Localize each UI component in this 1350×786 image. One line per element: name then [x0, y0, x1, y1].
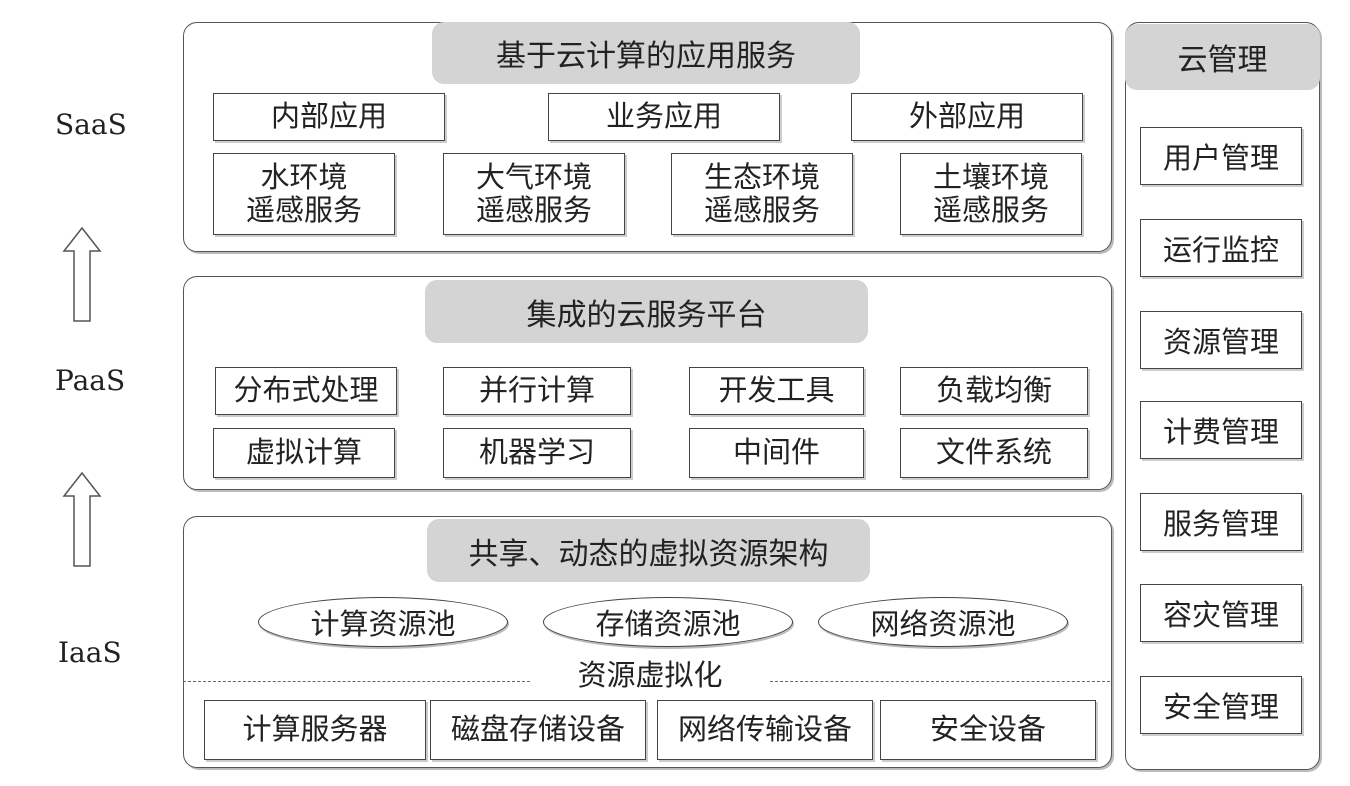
service-box: 土壤环境 遥感服务	[900, 153, 1082, 235]
service-line: 遥感服务	[475, 193, 592, 227]
resource-pool: 存储资源池	[543, 597, 793, 647]
service-box: 生态环境 遥感服务	[671, 153, 853, 235]
device-box: 网络传输设备	[657, 700, 873, 760]
paas-component: 文件系统	[900, 428, 1088, 478]
device-box: 安全设备	[880, 700, 1096, 760]
management-item: 安全管理	[1140, 676, 1302, 734]
service-line: 遥感服务	[932, 193, 1049, 227]
paas-component: 分布式处理	[215, 367, 397, 415]
app-box: 外部应用	[851, 93, 1083, 141]
app-box: 业务应用	[548, 93, 780, 141]
virtualization-divider	[183, 681, 530, 682]
iaas-title: 共享、动态的虚拟资源架构	[427, 519, 870, 582]
paas-component: 中间件	[689, 428, 864, 478]
device-box: 磁盘存储设备	[430, 700, 646, 760]
paas-component: 并行计算	[443, 367, 631, 415]
management-item: 容灾管理	[1140, 584, 1302, 642]
up-arrow-icon	[62, 471, 102, 567]
paas-label: PaaS	[55, 364, 126, 397]
saas-title: 基于云计算的应用服务	[432, 22, 860, 84]
management-item: 资源管理	[1140, 311, 1302, 369]
service-line: 水环境	[260, 159, 348, 194]
service-line: 大气环境	[475, 159, 592, 194]
service-box: 水环境 遥感服务	[213, 153, 395, 235]
paas-component: 机器学习	[443, 428, 631, 478]
app-box: 内部应用	[213, 93, 445, 141]
iaas-label: IaaS	[58, 636, 122, 669]
up-arrow-icon	[62, 226, 102, 322]
management-item: 服务管理	[1140, 493, 1302, 551]
management-item: 用户管理	[1140, 127, 1302, 185]
service-line: 生态环境	[703, 159, 820, 194]
paas-component: 开发工具	[689, 367, 864, 415]
management-item: 运行监控	[1140, 219, 1302, 277]
paas-component: 虚拟计算	[213, 428, 395, 478]
device-box: 计算服务器	[204, 700, 426, 760]
virtualization-label: 资源虚拟化	[577, 658, 723, 692]
paas-component: 负载均衡	[900, 367, 1088, 415]
management-item: 计费管理	[1140, 401, 1302, 459]
virtualization-divider	[770, 681, 1110, 682]
saas-label: SaaS	[55, 108, 127, 141]
service-line: 土壤环境	[932, 159, 1049, 194]
service-line: 遥感服务	[245, 193, 362, 227]
management-title: 云管理	[1125, 24, 1320, 90]
paas-title: 集成的云服务平台	[425, 280, 868, 343]
service-line: 遥感服务	[703, 193, 820, 227]
service-box: 大气环境 遥感服务	[443, 153, 625, 235]
resource-pool: 网络资源池	[818, 597, 1068, 647]
resource-pool: 计算资源池	[258, 597, 508, 647]
